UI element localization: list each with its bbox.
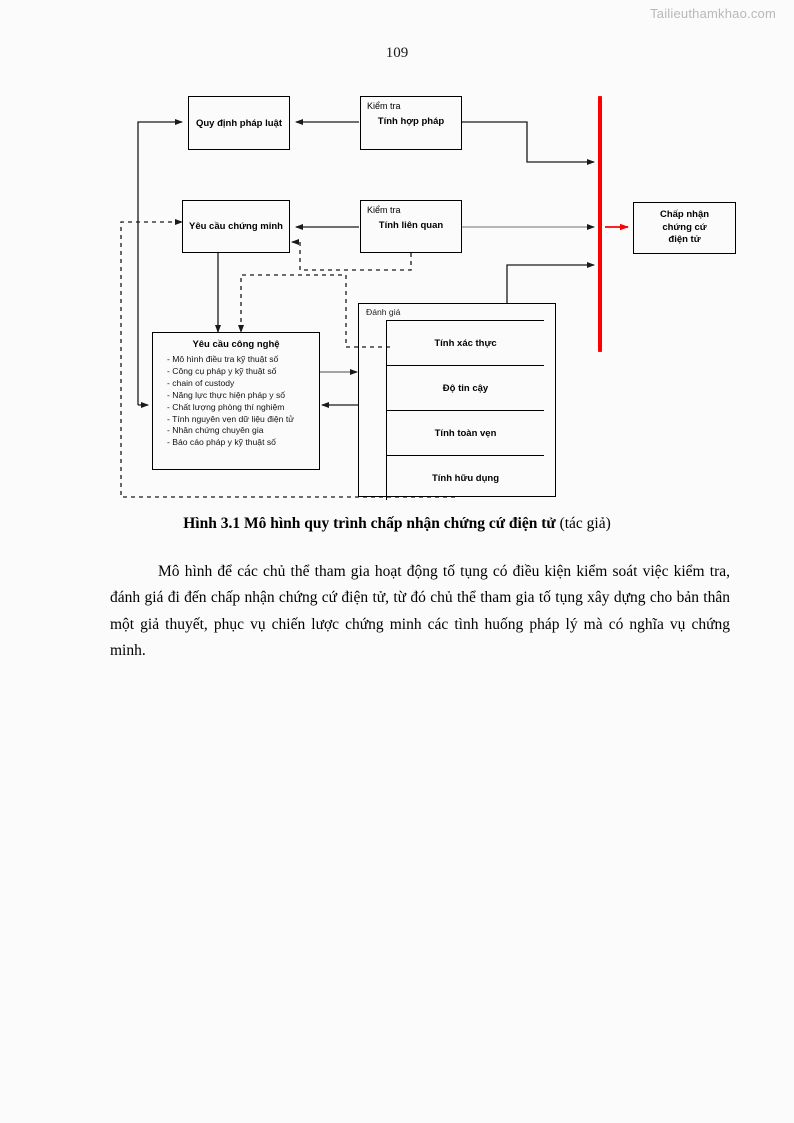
box-evaluation-integrity: Tính toàn vẹn [386,410,544,455]
box-proof-requirement-label: Yêu cầu chứng minh [189,221,283,232]
accept-line-3: điện tử [668,234,701,246]
figure-caption-bold: Hình 3.1 Mô hình quy trình chấp nhận chứ… [183,515,556,532]
box-check-relevance-label: Tính liên quan [378,220,444,231]
page-number: 109 [385,45,409,61]
accept-line-2: chứng cứ [662,221,707,233]
group-evaluation-title: Đánh giá [366,307,401,317]
box-evaluation-integrity-label: Tính toàn vẹn [434,427,497,439]
list-item: Công cụ pháp y kỹ thuật số [167,366,319,378]
box-technology-requirements: Yêu cầu công nghệ Mô hình điều tra kỹ th… [152,332,320,470]
box-accept-digital-evidence: Chấp nhận chứng cứ điện tử [633,202,736,254]
box-check-legality: Kiểm tra Tính hợp pháp [360,96,462,150]
box-proof-requirement: Yêu cầu chứng minh [182,200,290,253]
body-paragraph: Mô hình để các chủ thể tham gia hoạt độn… [110,562,730,660]
box-evaluation-authenticity: Tính xác thực [386,320,544,365]
list-item: Chất lượng phòng thí nghiệm [167,402,319,414]
red-divider-bar [598,96,602,352]
connector-layer [120,119,629,498]
box-check-relevance: Kiểm tra Tính liên quan [360,200,462,253]
list-item: Mô hình điều tra kỹ thuật số [167,354,319,366]
box-evaluation-authenticity-label: Tính xác thực [434,337,497,349]
figure-caption: Hình 3.1 Mô hình quy trình chấp nhận chứ… [60,515,734,533]
list-item: Năng lực thực hiện pháp y số [167,390,319,402]
box-legal-regulation: Quy định pháp luật [188,96,290,150]
list-item: chain of custody [167,378,319,390]
box-evaluation-reliability: Độ tin cậy [386,365,544,410]
group-evaluation: Đánh giá [358,303,556,497]
list-item: Báo cáo pháp y kỹ thuật số [167,437,319,449]
figure-caption-plain: (tác giả) [555,515,611,532]
box-legal-regulation-label: Quy định pháp luật [195,117,283,129]
box-check-legality-sublabel: Kiểm tra [367,101,401,111]
box-check-relevance-sublabel: Kiểm tra [367,205,401,215]
box-check-legality-label: Tính hợp pháp [377,116,445,127]
figure-diagram: Quy định pháp luật Kiểm tra Tính hợp phá… [0,80,794,510]
technology-requirements-title: Yêu cầu công nghệ [192,339,280,350]
technology-requirements-list: Mô hình điều tra kỹ thuật số Công cụ phá… [153,354,319,449]
watermark: Tailieuthamkhao.com [650,6,776,21]
list-item: Tính nguyên vẹn dữ liệu điện tử [167,414,319,426]
accept-line-1: Chấp nhận [659,208,710,220]
box-evaluation-usability-label: Tính hữu dụng [431,472,500,484]
box-evaluation-reliability-label: Độ tin cậy [442,382,489,394]
box-evaluation-usability: Tính hữu dụng [386,455,544,500]
list-item: Nhân chứng chuyên gia [167,425,319,437]
